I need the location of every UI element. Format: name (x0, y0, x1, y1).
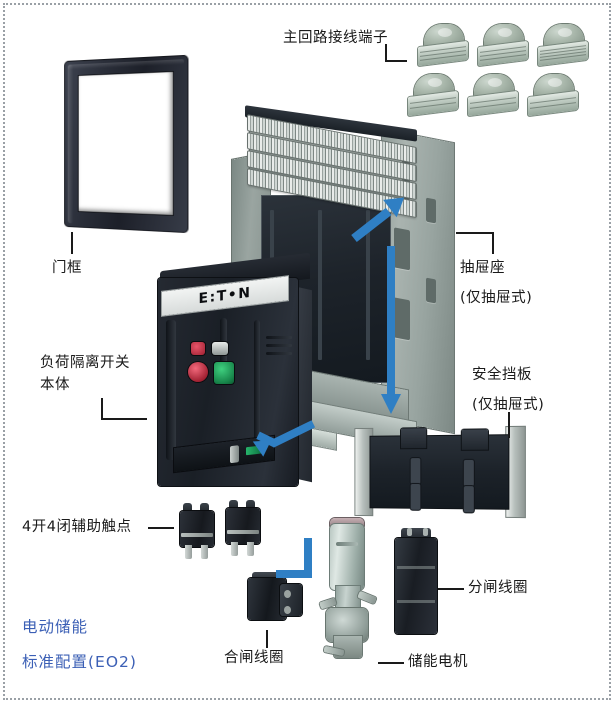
label-door-frame: 门框 (52, 260, 82, 276)
label-motor-energy-line1: 电动储能 (22, 618, 89, 636)
opening-coil-body (395, 538, 437, 634)
indicator-white-small[interactable] (212, 342, 228, 355)
assembly-arrow-down-icon (381, 246, 402, 416)
terminal-connector-6 (528, 74, 580, 117)
label-main-circuit-terminals: 主回路接线端子 (283, 30, 388, 46)
shutter-slot-4 (463, 486, 474, 513)
label-opening-coil: 分闸线圈 (468, 580, 528, 596)
terminal-connector-4 (408, 74, 460, 117)
leader-aux-contacts (148, 527, 174, 529)
shutter-slot-2 (463, 459, 474, 487)
label-drawer-seat-line1: 抽屉座 (460, 260, 505, 276)
leader-closing-coil (266, 630, 268, 648)
closing-coil-top (252, 572, 280, 582)
energy-storage-motor-part (318, 514, 380, 662)
label-motor-energy-line2: 标准配置(EO2) (22, 653, 137, 671)
load-isolating-switch-body: E:T•N (152, 252, 312, 492)
door-frame-part (64, 54, 189, 234)
shutter-slot-3 (410, 483, 421, 510)
label-switch-body-line1: 负荷隔离开关 (40, 355, 130, 371)
motor-vent-slot (336, 542, 358, 546)
leader-door-frame (71, 232, 73, 254)
leader-storage-motor (378, 662, 404, 664)
opening-coil-part (395, 528, 443, 638)
close-push-button[interactable] (214, 362, 234, 384)
motor-housing (330, 524, 364, 590)
label-safety-shutter-line2: (仅抽屉式) (472, 397, 545, 413)
assembly-arrow-breaker-icon (248, 418, 326, 458)
aux-contact-block-1 (176, 503, 218, 559)
motor-end-cap (330, 518, 364, 528)
door-frame-highlight-left (67, 64, 74, 224)
terminal-connector-3 (538, 24, 590, 67)
label-drawer-seat-line2: (仅抽屉式) (460, 290, 533, 306)
aux-block-body (226, 508, 260, 544)
leader-switch-body-h (101, 418, 147, 420)
charging-handle[interactable] (230, 445, 239, 464)
shutter-tab-2 (461, 429, 488, 450)
label-aux-contacts: 4开4闭辅助触点 (22, 519, 132, 535)
leader-terminals-v (385, 44, 387, 62)
leader-switch-body-v (101, 398, 103, 420)
leader-drawer-seat-v (492, 232, 494, 254)
label-closing-coil: 合闸线圈 (224, 650, 284, 666)
leader-opening-coil (438, 588, 464, 590)
closing-coil-part (248, 572, 304, 628)
leader-drawer-seat-h (456, 232, 494, 234)
shutter-rail-right (506, 426, 525, 518)
assembly-arrow-elbow-icon (276, 538, 332, 598)
terminal-connector-5 (468, 74, 520, 117)
label-storage-motor: 储能电机 (408, 654, 468, 670)
label-switch-body-line2: 本体 (40, 377, 70, 393)
safety-shutter-part (355, 426, 525, 519)
open-push-button[interactable] (188, 362, 208, 382)
closing-coil-body (248, 578, 286, 620)
shutter-slot-1 (410, 458, 421, 484)
terminal-connector-1 (418, 24, 470, 67)
leader-safety-shutter (508, 412, 510, 438)
leader-terminals-h (385, 60, 407, 62)
aux-contact-block-2 (222, 500, 264, 556)
eaton-logo-text: E:T•N (198, 284, 252, 308)
indicator-red-small[interactable] (191, 342, 205, 355)
shutter-tab-1 (400, 428, 427, 449)
label-safety-shutter-line1: 安全挡板 (472, 367, 532, 383)
aux-block-body (180, 511, 214, 547)
terminal-connector-2 (478, 24, 530, 67)
